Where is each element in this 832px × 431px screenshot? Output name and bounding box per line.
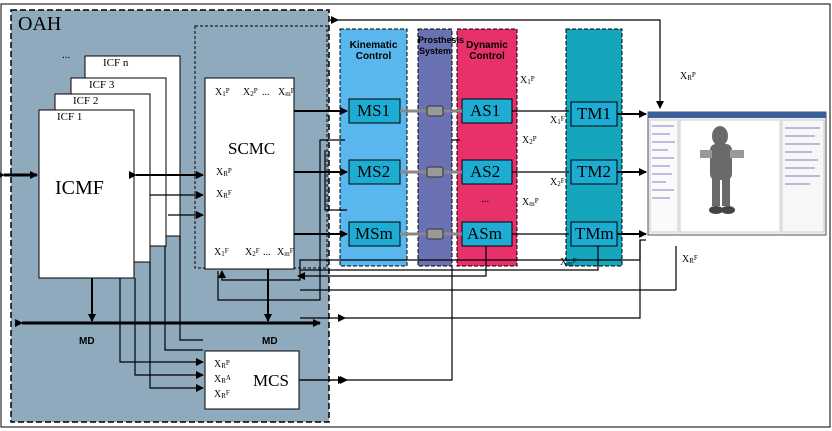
tm1-label: TM1 (577, 104, 611, 123)
msm-label: MSm (355, 224, 393, 243)
scmc-dots-bottom: ... (263, 247, 271, 258)
simulation-screenshot (647, 111, 827, 236)
ms2-box (348, 159, 401, 185)
ms1-box (348, 98, 401, 124)
ms1-label: MS1 (357, 101, 391, 120)
as1-label: AS1 (470, 101, 501, 120)
scmc-box (204, 77, 295, 270)
asm-label: ASm (467, 224, 502, 243)
scmc-xrp: XRP (216, 167, 232, 178)
dyn-x1f: X1F (550, 115, 565, 126)
scmc-dots-top: ... (262, 87, 270, 98)
prosthesis-joints (426, 105, 444, 240)
tm2-box (570, 159, 618, 185)
mcs-label: MCS (253, 371, 289, 390)
icf-card-2-label: ICF 2 (73, 95, 99, 107)
scmc-x2p: X2P (243, 87, 258, 98)
dynamic-control-header: Dynamic Control (466, 40, 508, 62)
prosthesis-panel (417, 28, 453, 267)
kinematic-control-header: Kinematic Control (349, 40, 398, 62)
screen-xrf: XRF (682, 254, 698, 265)
as2-label: AS2 (470, 162, 501, 181)
icf-card-n-label: ICF n (103, 57, 129, 69)
msm-box (348, 221, 401, 247)
mcs-xrp: XRP (214, 359, 230, 370)
icf-card-1-label: ICF 1 (57, 111, 83, 123)
scmc-x1f: X1F (214, 247, 229, 258)
mcs-xra: XRA (214, 374, 231, 385)
icmf-label: ICMF (55, 177, 104, 199)
tm2-label: TM2 (577, 162, 611, 181)
tm1-box (570, 101, 618, 127)
md-label-left: MD (79, 336, 95, 347)
tmm-label: TMm (575, 224, 614, 243)
icf-card-1 (38, 109, 135, 279)
dyn-x1p: X1P (520, 75, 535, 86)
as-ellipsis: ... (481, 193, 490, 205)
scmc-label: SCMC (228, 139, 276, 158)
ms2-label: MS2 (357, 162, 391, 181)
scmc-xmp: XmP (278, 87, 295, 98)
screen-xrp: XRP (680, 71, 696, 82)
scmc-x1p: X1P (215, 87, 230, 98)
md-label-right: MD (262, 336, 278, 347)
scmc-xmf: XmF (277, 247, 294, 258)
prosthesis-system-header: Prosthesis System (418, 35, 465, 56)
dyn-x2f: X2F (550, 177, 565, 188)
oah-label: OAH (18, 13, 62, 35)
dyn-xmp: XmP (522, 197, 539, 208)
mcs-xrf: XRF (214, 389, 230, 400)
scmc-xrf: XRF (216, 189, 232, 200)
mcs-box (204, 350, 300, 410)
scmc-x2f: X2F (245, 247, 260, 258)
dyn-x2p: X2P (522, 135, 537, 146)
icf-ellipsis: ... (62, 49, 71, 61)
outer-frame (0, 3, 831, 428)
dyn-xmf: XmF (560, 257, 577, 268)
icf-card-3-label: ICF 3 (89, 79, 115, 91)
